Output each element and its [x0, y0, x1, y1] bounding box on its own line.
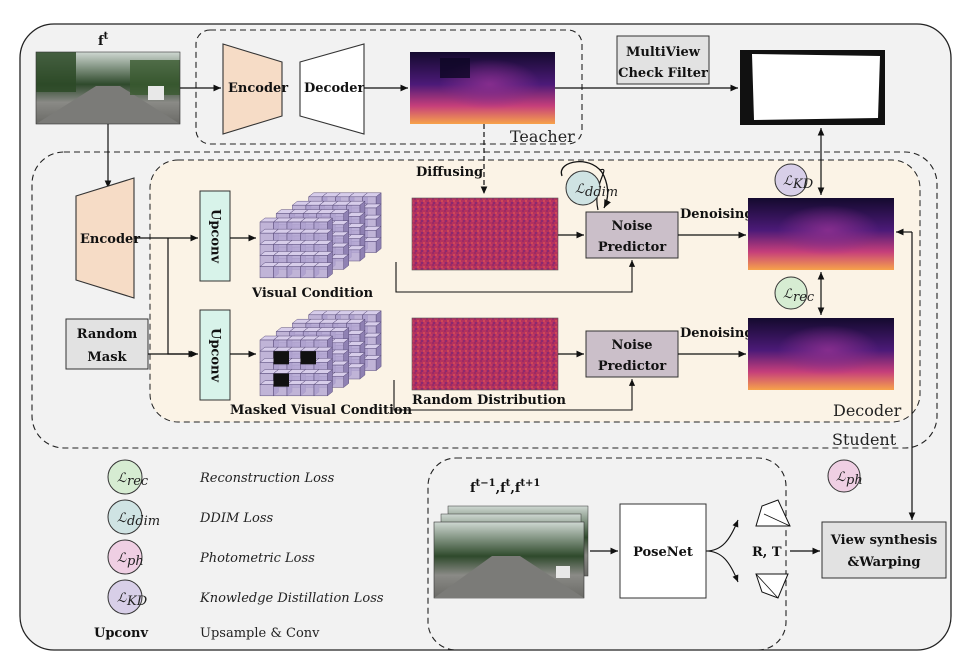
filter-mask-image [740, 50, 885, 125]
legend-text-ph: Photometric Loss [199, 551, 315, 566]
multiview-filter-box [616, 35, 710, 85]
noise-predictor-top-line2: Predictor [598, 240, 667, 255]
cube-cell [361, 236, 382, 254]
loss-rec-circle-subscript: rec [793, 290, 815, 305]
camera-frustum-bottom [755, 573, 789, 599]
visual-condition-label: Visual Condition [251, 286, 374, 301]
legend-loss-circle-KD-symbol: ℒ [117, 591, 127, 606]
cube-cell [329, 253, 350, 270]
legend-loss-circle-rec-symbol: ℒ [117, 471, 127, 486]
loss-kd-circle-subscript: KD [792, 177, 814, 192]
loss-ddim-circle-subscript: ddim [585, 185, 618, 200]
loss-kd-circle-symbol: ℒ [783, 174, 793, 189]
posenet-box [619, 503, 707, 599]
loss-ph-circle-symbol: ℒ [836, 470, 846, 485]
legend-loss-circle-rec-subscript: rec [127, 474, 149, 489]
teacher-label: Teacher [510, 127, 575, 146]
diffusing-label: Diffusing [416, 165, 483, 180]
cube-cell [313, 380, 334, 397]
student-depth-map-top [748, 198, 894, 270]
noise-predictor-bottom-line1: Noise [611, 338, 652, 353]
masked-block [273, 373, 289, 387]
masked-visual-condition-label: Masked Visual Condition [230, 403, 413, 418]
teacher-encoder-trapezoid [222, 43, 283, 135]
random-distribution-label: Random Distribution [412, 393, 566, 408]
upconv-top-label: Upconv [208, 209, 223, 263]
student-label: Student [832, 430, 897, 449]
rt-label: R, T [752, 545, 782, 560]
frame-t-label: ft [98, 31, 109, 49]
upconv-bottom-label: Upconv [208, 328, 223, 382]
visual-condition-cube [259, 192, 382, 279]
decoder-label: Decoder [833, 401, 902, 420]
teacher-encoder-label: Encoder [228, 81, 288, 96]
pose-region [427, 457, 787, 651]
student-encoder-label: Encoder [80, 232, 140, 247]
posenet-label: PoseNet [633, 545, 693, 560]
random-mask-box [65, 318, 149, 370]
cube-cell [361, 354, 382, 372]
multiview-line2: Check Filter [618, 66, 708, 81]
cube-cell [345, 363, 366, 380]
multiview-line1: MultiView [626, 45, 701, 60]
loss-ph-circle-subscript: ph [846, 473, 863, 488]
legend-text-ddim: DDIM Loss [199, 511, 274, 526]
cube-cell [329, 371, 350, 388]
view-synthesis-box [821, 521, 947, 579]
frames-label: ft−1,ft,ft+1 [470, 478, 540, 496]
masked-block [300, 351, 316, 365]
stacked-frames-image [433, 505, 589, 599]
cube-cell [313, 262, 334, 279]
legend-loss-circle-ddim-subscript: ddim [127, 514, 160, 529]
upconv-box-bottom [199, 309, 231, 401]
teacher-depth-map [410, 52, 555, 124]
noise-predictor-top-line1: Noise [611, 219, 652, 234]
teacher-decoder-trapezoid [299, 43, 365, 135]
camera-frustum-top [755, 499, 791, 527]
diffused-noise-image [411, 197, 559, 271]
teacher-region [195, 29, 583, 145]
random-noise-image [411, 317, 559, 391]
student-depth-map-bottom [748, 318, 894, 390]
student-encoder-trapezoid [75, 177, 135, 299]
legend-upconv-term: Upconv [94, 626, 148, 641]
teacher-decoder-label: Decoder [304, 81, 364, 96]
legend-upconv-text: Upsample & Conv [200, 626, 320, 641]
masked-visual-condition-cube [259, 310, 382, 397]
legend-loss-circle-ph-symbol: ℒ [117, 551, 127, 566]
upconv-box-top [199, 190, 231, 282]
noise-predictor-bottom [585, 330, 679, 378]
legend-loss-circle-ph-subscript: ph [127, 554, 144, 569]
legend-loss-circle-ddim-symbol: ℒ [117, 511, 127, 526]
cube-cell [345, 245, 366, 262]
masked-block [273, 351, 289, 365]
input-frame-image [35, 51, 181, 125]
loss-rec-circle-symbol: ℒ [783, 287, 793, 302]
denoising-label-bottom: Denoising [680, 326, 753, 341]
view-synthesis-line1: View synthesis [830, 533, 937, 548]
noise-predictor-bottom-line2: Predictor [598, 359, 667, 374]
random-mask-line2: Mask [87, 350, 127, 365]
denoising-label-top: Denoising [680, 207, 753, 222]
legend-text-KD: Knowledge Distillation Loss [199, 591, 384, 606]
view-synthesis-line2: &Warping [847, 555, 920, 570]
legend-text-rec: Reconstruction Loss [199, 471, 335, 486]
random-mask-line1: Random [77, 327, 138, 342]
legend-loss-circle-KD-subscript: KD [126, 594, 148, 609]
loss-ddim-circle-symbol: ℒ [575, 182, 585, 197]
